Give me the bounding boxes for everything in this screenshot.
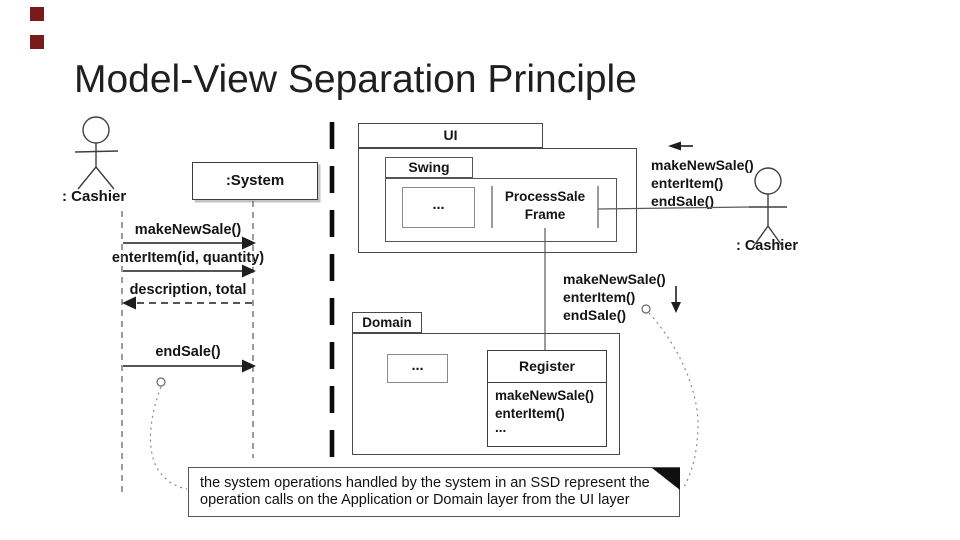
processsale-frame-line2: Frame (524, 207, 566, 222)
note-line2: operation calls on the Application or Do… (200, 492, 630, 508)
note-box (188, 467, 680, 517)
right-call-label: endSale() (651, 193, 715, 209)
domain-package-tab (352, 312, 422, 333)
slide-accent-square (30, 7, 44, 21)
layer-call-label: enterItem() (563, 289, 636, 305)
message-label: enterItem(id, quantity) (111, 250, 265, 266)
left-arrow-icon (668, 141, 693, 151)
note-anchor-curve (648, 312, 699, 488)
note-anchor-curve (149, 386, 188, 490)
layer-call-label: makeNewSale() (563, 271, 666, 287)
right-actor-label: : Cashier (735, 238, 799, 254)
swing-package-label: Swing (408, 159, 450, 175)
ui-package-label: UI (443, 127, 458, 143)
register-class-title: Register (518, 358, 576, 374)
layer-call-label: endSale() (563, 307, 627, 323)
note-line1: the system operations handled by the sys… (200, 475, 650, 491)
left-actor-label: : Cashier (62, 188, 127, 205)
actor-icon (74, 116, 119, 190)
cashier-actor-icon (749, 167, 787, 248)
message-label: endSale() (155, 344, 221, 360)
domain-ellipsis: ... (411, 358, 424, 374)
note-anchor-circle (156, 377, 166, 387)
domain-package-label: Domain (362, 315, 412, 330)
note-anchor-circle (641, 304, 651, 314)
domain-ellipsis-box (387, 354, 448, 383)
right-call-label: enterItem() (651, 175, 724, 191)
system-label: :System (225, 172, 285, 189)
register-method: ... (495, 420, 507, 435)
message-label: makeNewSale() (134, 222, 242, 238)
swing-ellipsis-box (402, 187, 475, 228)
right-call-label: makeNewSale() (651, 157, 754, 173)
down-arrow-icon (671, 286, 681, 313)
processsale-frame-line1: ProcessSale (504, 189, 586, 204)
register-method: enterItem() (495, 406, 565, 421)
slide-accent-square (30, 35, 44, 49)
register-class-box (487, 350, 607, 447)
ui-package-tab (358, 123, 543, 148)
message-label: description, total (129, 282, 247, 298)
swing-ellipsis: ... (432, 197, 445, 213)
system-lifeline-box (192, 162, 318, 200)
register-method: makeNewSale() (495, 388, 595, 403)
page-title: Model-View Separation Principle (74, 58, 637, 101)
swing-package-tab (385, 157, 473, 178)
